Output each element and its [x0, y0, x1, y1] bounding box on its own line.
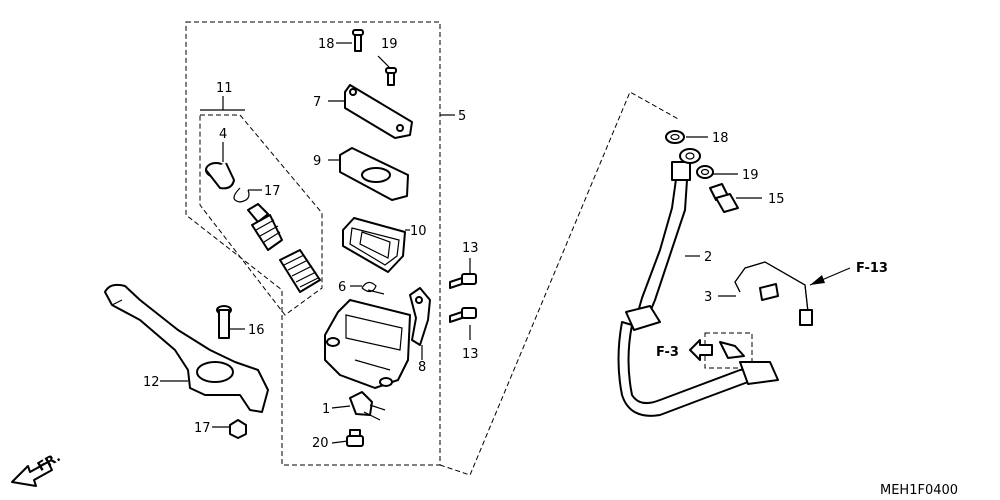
part-label-1: 1: [322, 402, 330, 417]
bolt-13-bottom: [449, 307, 477, 323]
part-label-6: 6: [338, 280, 346, 295]
part-label-4: 4: [219, 127, 227, 142]
banjo-fitting: [679, 148, 701, 164]
part-label-11: 11: [216, 81, 233, 96]
boot-4: [205, 162, 235, 190]
part-label-17b: 19: [742, 168, 759, 183]
subassembly-outline-dashed: [199, 114, 323, 316]
hose-group-dashed-line: [439, 91, 681, 476]
reference-arrow-f3: [689, 339, 745, 361]
leader-lines: [160, 42, 762, 444]
screw-19-second: [385, 67, 397, 86]
part-label-18: 17: [264, 184, 281, 199]
diaphragm-10: [342, 217, 406, 273]
brake-lever-12: [104, 283, 269, 413]
screw-20: [346, 429, 364, 447]
nut-16: [229, 419, 247, 439]
part-label-15: 15: [768, 192, 785, 207]
part-label-5: 5: [458, 109, 466, 124]
spring: [279, 249, 321, 293]
brake-pipe-3: [734, 261, 813, 326]
pivot-bolt-14: [216, 305, 232, 339]
part-label-13b: 13: [462, 347, 479, 362]
banjo-bolt-15: [709, 183, 739, 213]
reference-arrow-f13-head: [810, 275, 825, 285]
diaphragm-plate-9: [339, 147, 409, 201]
circlip-18: [233, 187, 250, 203]
part-label-10: 10: [410, 224, 427, 239]
part-label-17a: 18: [712, 131, 729, 146]
part-label-8: 8: [418, 360, 426, 375]
reservoir-cap-7: [344, 84, 413, 139]
reference-label-f3: F-3: [656, 345, 679, 360]
part-label-9: 9: [313, 154, 321, 169]
part-label-19b: 19: [381, 37, 398, 52]
master-cylinder-body: [324, 299, 411, 389]
part-label-14: 16: [248, 323, 265, 338]
bolt-13-top: [449, 273, 477, 289]
part-label-13a: 13: [462, 241, 479, 256]
part-label-2: 2: [704, 250, 712, 265]
holder-8: [409, 287, 431, 346]
piston: [247, 203, 283, 251]
front-direction-arrow: [11, 461, 53, 487]
washer-17-second: [696, 165, 714, 179]
brake-hose-2: [617, 161, 779, 417]
part-label-20: 20: [312, 436, 329, 451]
part-label-7: 7: [313, 95, 321, 110]
screw-19-top: [352, 29, 364, 52]
reference-label-f13: F-13: [856, 261, 888, 276]
switch-1: [349, 391, 386, 421]
part-label-12: 12: [143, 375, 160, 390]
clip-6: [361, 281, 385, 295]
washer-17-top: [665, 130, 685, 144]
part-label-19a: 18: [318, 37, 335, 52]
part-label-16: 17: [194, 421, 211, 436]
part-label-3: 3: [704, 290, 712, 305]
drawing-code: MEH1F0400: [880, 483, 958, 498]
